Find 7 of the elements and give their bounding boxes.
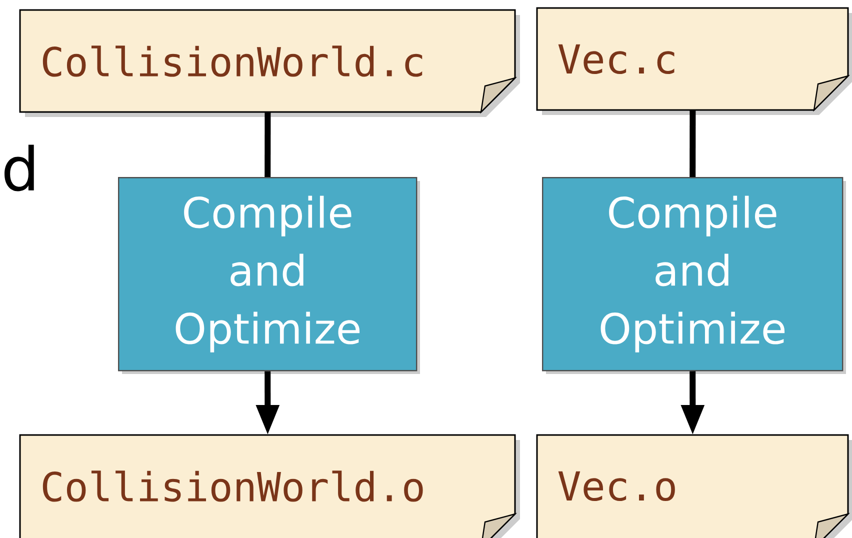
file-note: Vec.o [536,434,852,538]
process-box: Compile and Optimize [542,177,846,374]
partial-letter: d [4,144,34,192]
file-note: CollisionWorld.o [19,434,520,538]
process-box: Compile and Optimize [118,177,420,374]
file-note: Vec.c [536,7,852,115]
file-note: CollisionWorld.c [19,9,520,117]
